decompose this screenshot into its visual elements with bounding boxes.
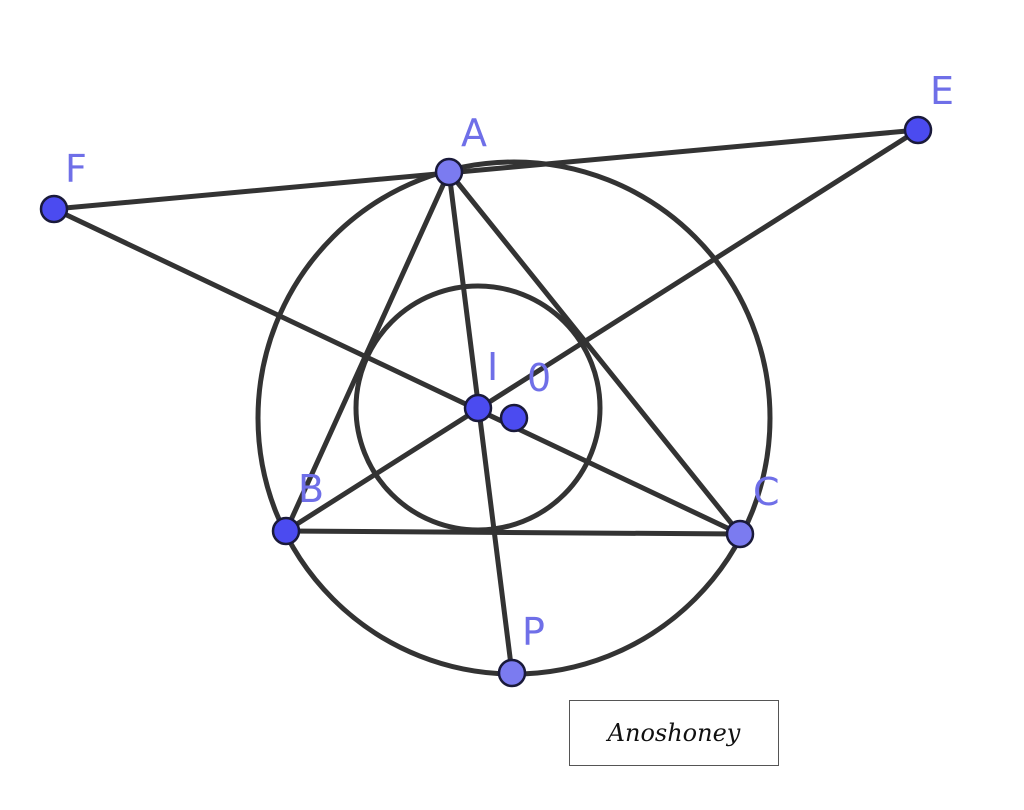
label-b: B [298, 467, 324, 511]
credit-text: Anoshoney [607, 719, 741, 747]
segment-ac [446, 169, 743, 537]
segment-fc [51, 206, 743, 537]
label-p: P [522, 610, 545, 654]
segment-ab [283, 169, 452, 534]
label-i: I [487, 345, 498, 389]
segment-bc [283, 528, 743, 537]
label-o: 0 [527, 356, 551, 400]
point-p [497, 658, 527, 688]
credit-box: Anoshoney [569, 700, 779, 766]
label-c: C [753, 470, 780, 514]
point-i [463, 393, 493, 423]
segment-ap [446, 169, 515, 676]
segment-be [283, 127, 921, 534]
point-b [271, 516, 301, 546]
label-f: F [65, 147, 87, 191]
point-a [434, 157, 464, 187]
label-a: A [461, 111, 487, 155]
label-e: E [930, 69, 954, 113]
point-o [499, 403, 529, 433]
segment-fe [51, 127, 921, 212]
point-c [725, 519, 755, 549]
point-f [39, 194, 69, 224]
point-e [903, 115, 933, 145]
